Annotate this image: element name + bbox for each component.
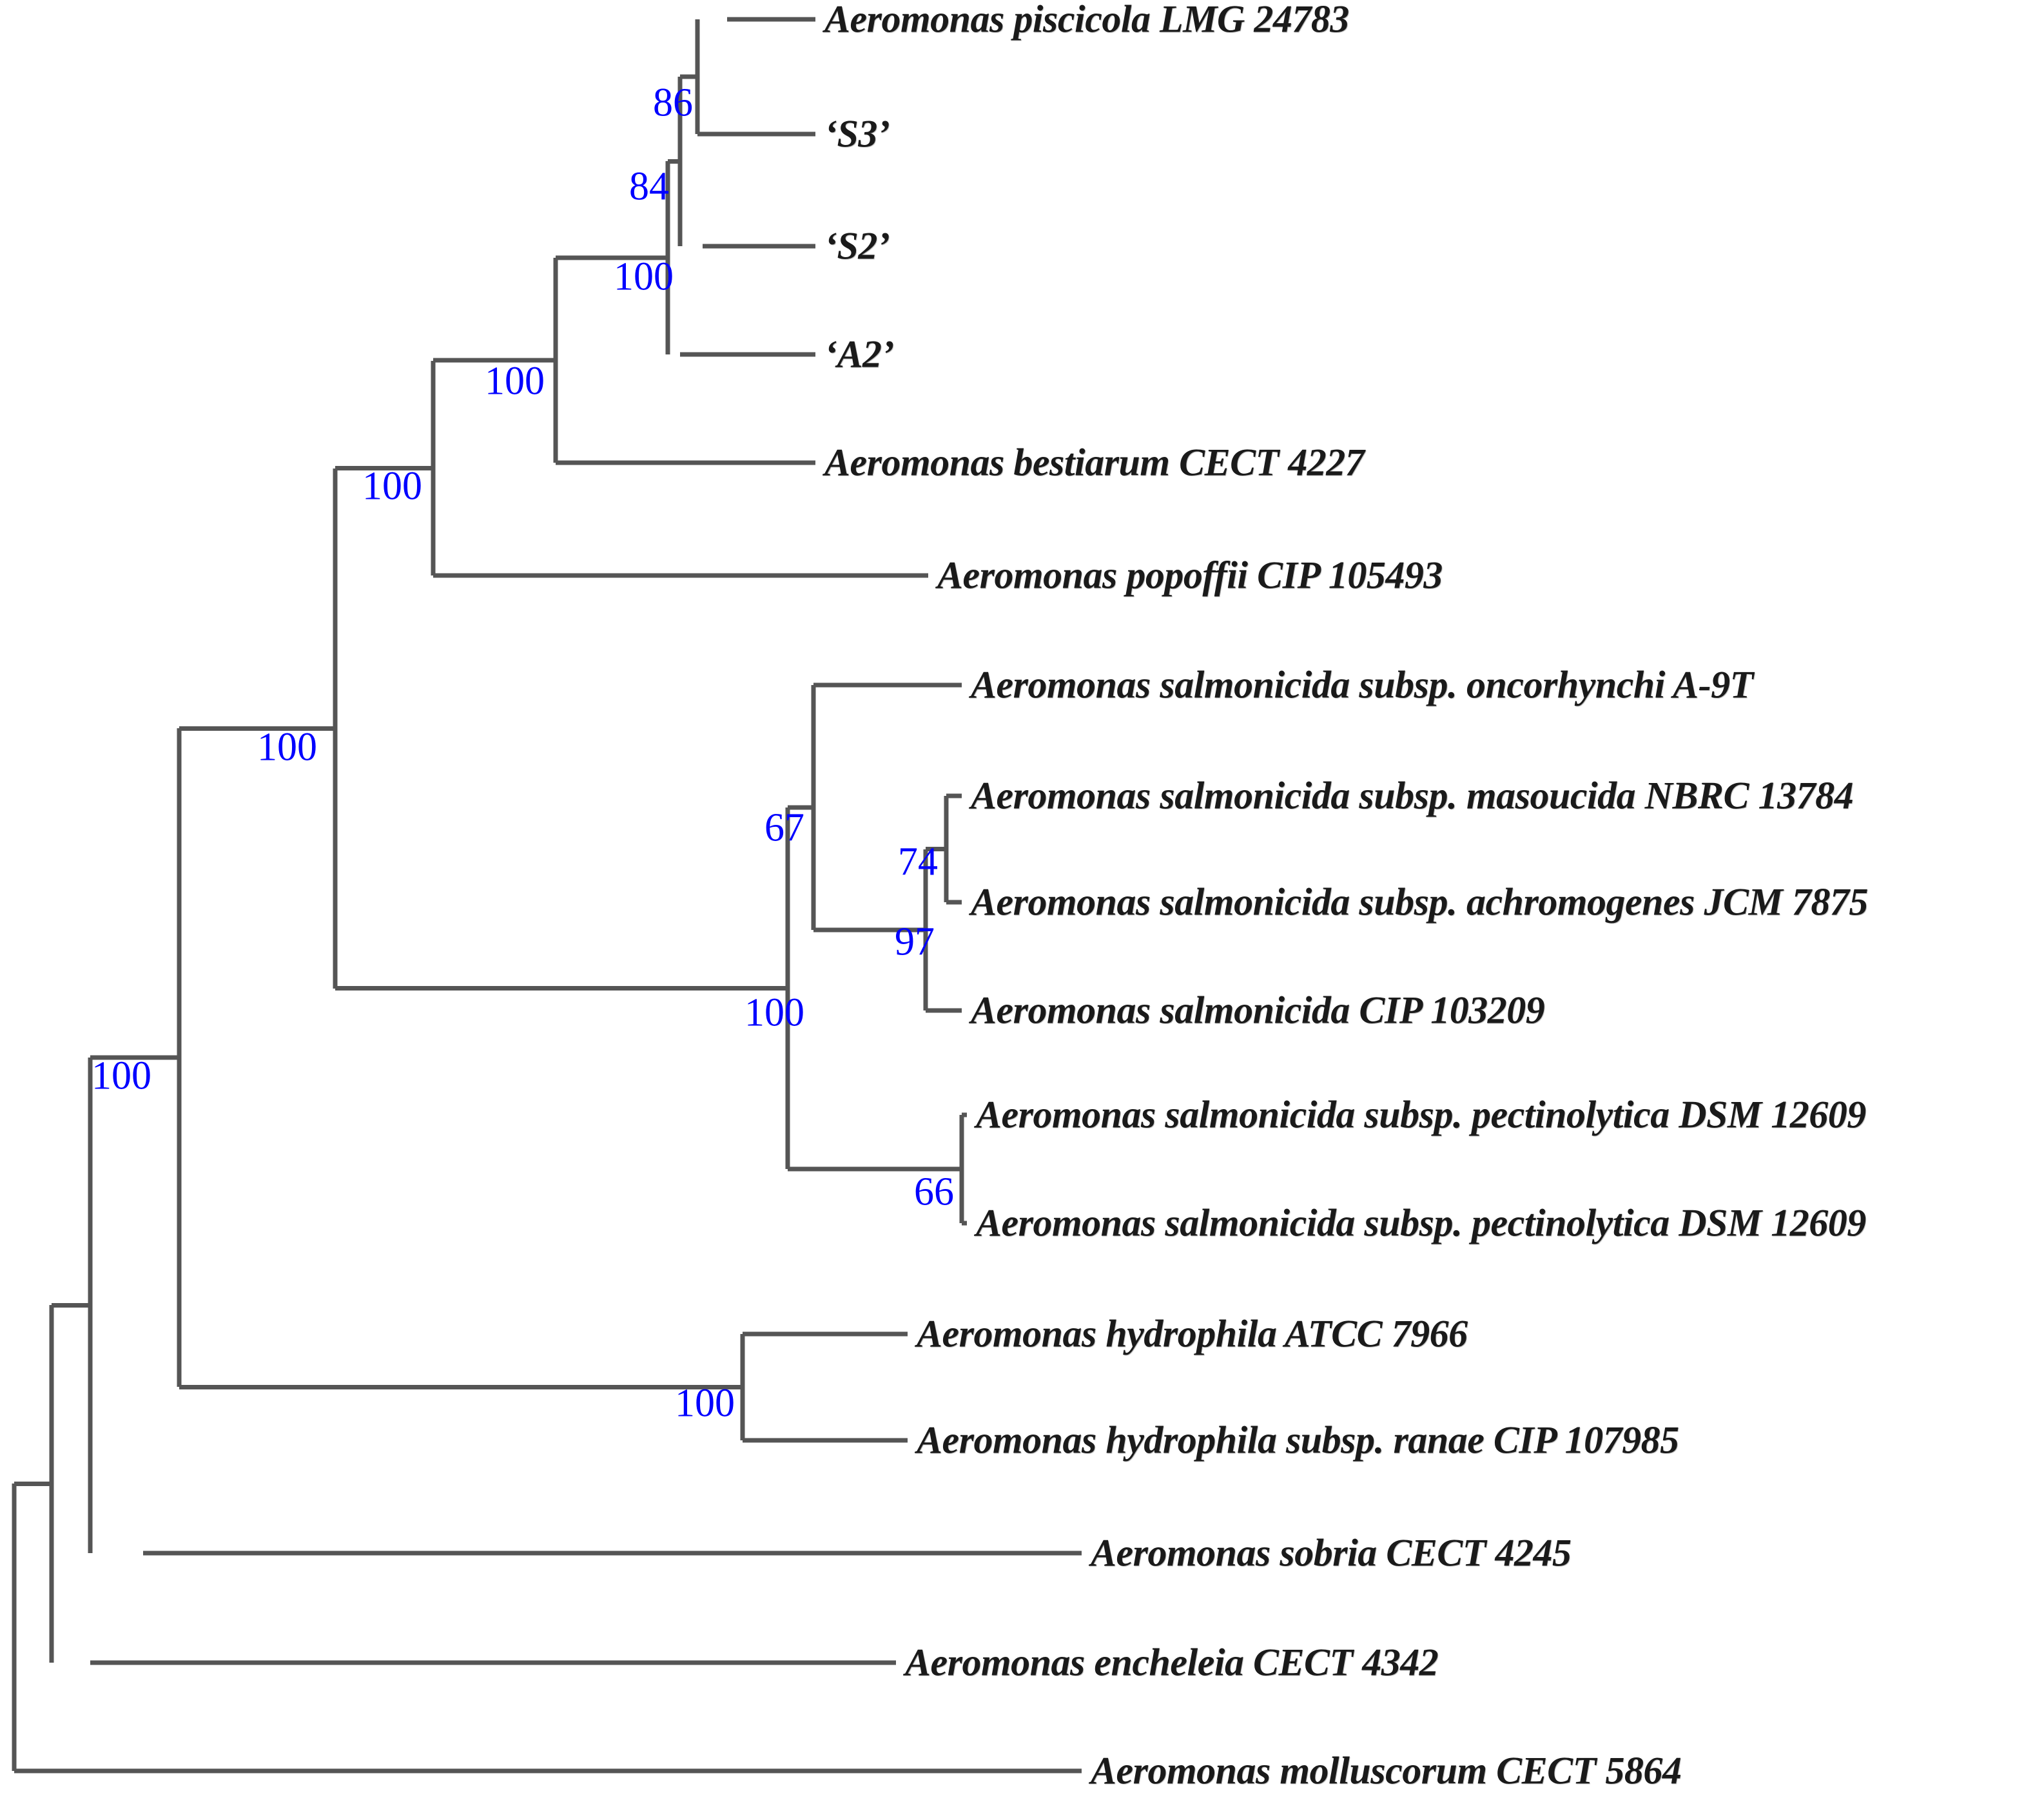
taxon-label-piscicola: Aeromonas piscicola LMG 24783 xyxy=(824,0,1349,41)
taxon-label-achromogenes: Aeromonas salmonicida subsp. achromogene… xyxy=(971,880,1868,923)
taxon-label-onco: Aeromonas salmonicida subsp. oncorhynchi… xyxy=(971,663,1753,706)
taxon-label-salm_cip: Aeromonas salmonicida CIP 103209 xyxy=(971,989,1545,1032)
taxon-label-pect2: Aeromonas salmonicida subsp. pectinolyti… xyxy=(976,1201,1866,1244)
taxon-label-a2: ‘A2’ xyxy=(824,333,894,376)
bootstrap-value-bs-100g: 100 xyxy=(92,1054,151,1098)
taxon-label-encheleia: Aeromonas encheleia CECT 4342 xyxy=(905,1641,1439,1684)
taxon-label-popoffii: Aeromonas popoffii CIP 105493 xyxy=(937,554,1443,597)
taxon-label-bestiarum: Aeromonas bestiarum CECT 4227 xyxy=(824,441,1365,484)
bootstrap-value-bs-100c: 100 xyxy=(362,464,422,508)
bootstrap-value-bs-86: 86 xyxy=(653,81,693,125)
taxon-label-hydro_atcc: Aeromonas hydrophila ATCC 7966 xyxy=(917,1312,1468,1355)
taxon-label-sobria: Aeromonas sobria CECT 4245 xyxy=(1091,1531,1572,1574)
bootstrap-value-bs-100e: 100 xyxy=(745,991,804,1035)
taxon-label-molluscorum: Aeromonas molluscorum CECT 5864 xyxy=(1091,1749,1682,1792)
bootstrap-value-bs-74: 74 xyxy=(898,840,938,884)
bootstrap-value-bs-100f: 100 xyxy=(675,1381,735,1426)
taxon-label-hydro_ranae: Aeromonas hydrophila subsp. ranae CIP 10… xyxy=(917,1418,1679,1462)
bootstrap-value-bs-66: 66 xyxy=(914,1170,954,1214)
bootstrap-value-bs-67: 67 xyxy=(764,806,804,850)
taxon-label-s3: ‘S3’ xyxy=(824,112,890,155)
bootstrap-value-bs-100a: 100 xyxy=(614,255,674,299)
bootstrap-value-bs-100d: 100 xyxy=(257,725,317,769)
bootstrap-value-bs-100b: 100 xyxy=(485,359,545,403)
taxon-label-masoucida: Aeromonas salmonicida subsp. masoucida N… xyxy=(971,774,1854,817)
bootstrap-value-bs-97: 97 xyxy=(895,920,935,964)
bootstrap-value-bs-84: 84 xyxy=(629,164,669,209)
taxon-label-s2: ‘S2’ xyxy=(824,224,890,267)
taxon-label-pect1: Aeromonas salmonicida subsp. pectinolyti… xyxy=(976,1093,1866,1136)
